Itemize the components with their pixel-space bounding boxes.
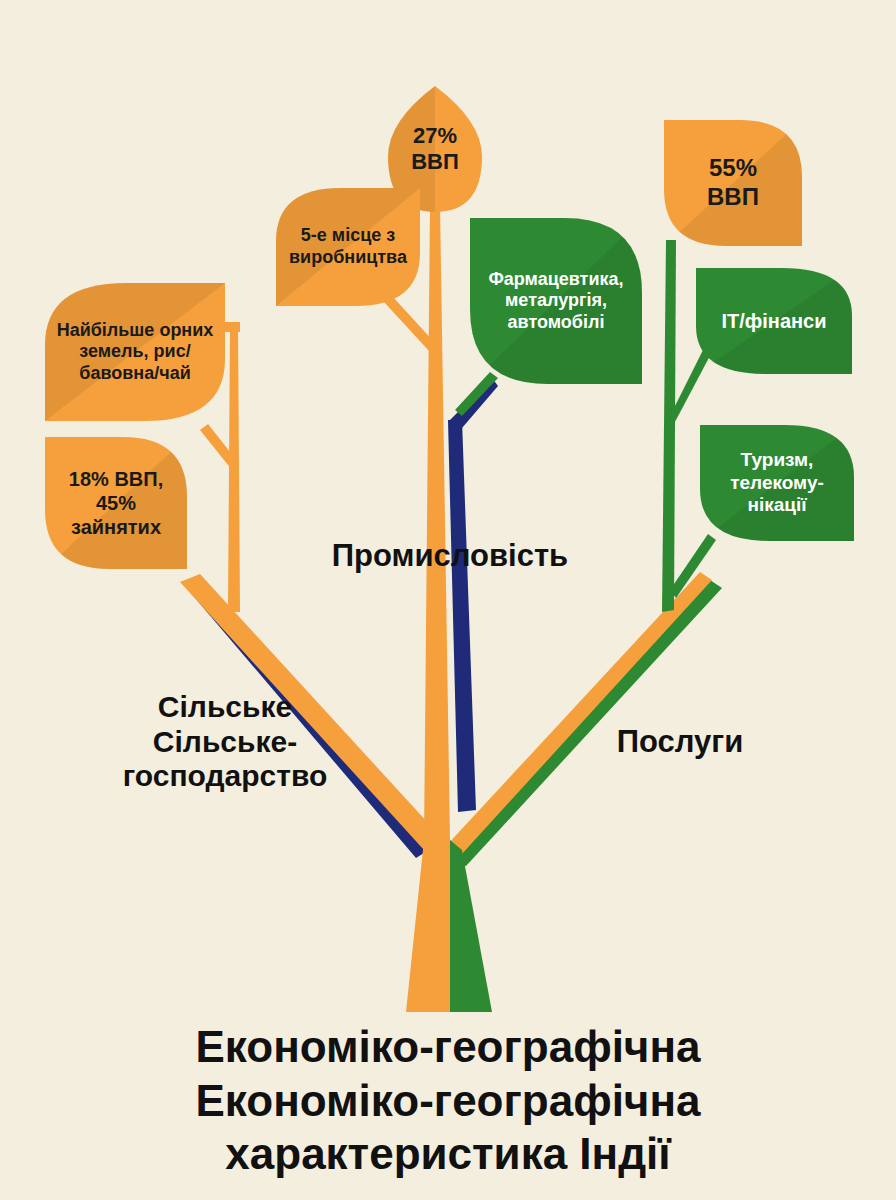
leaf-text: 27% ВВП — [395, 123, 475, 176]
leaf-fill — [45, 437, 187, 569]
leaf-box: 55% ВВП — [664, 120, 802, 246]
branch-label: Послуги — [585, 724, 775, 760]
leaf-box: 18% ВВП, 45% зайнятих — [45, 437, 187, 569]
leaf-shade — [700, 425, 854, 541]
branch-label: Промисловість — [300, 538, 600, 574]
leaf-box: 5-е місце з виробництва — [276, 188, 420, 306]
leaf-shade — [45, 283, 225, 421]
leaf-box: Фармацевтика, металургія, автомобілі — [470, 218, 642, 384]
leaf-box: IT/фінанси — [696, 268, 852, 374]
leaf-fill — [700, 425, 854, 541]
leaf-fill — [696, 268, 852, 374]
leaf-text: Фармацевтика, металургія, автомобілі — [480, 269, 632, 334]
leaf-shade — [696, 268, 852, 374]
leaf-box: Найбільше орних земель, рис/бавовна/чай — [45, 283, 225, 421]
leaf-text: 55% ВВП — [683, 154, 783, 212]
leaf-fill — [470, 218, 642, 384]
leaf-text: 18% ВВП, 45% зайнятих — [61, 467, 171, 539]
diagram-title: Економіко-географічна Економіко-географі… — [98, 1020, 798, 1181]
leaf-text: 5-е місце з виробництва — [286, 225, 410, 268]
leaf-fill — [45, 283, 225, 421]
leaf-text: Найбільше орних земель, рис/бавовна/чай — [55, 320, 215, 385]
leaf-shade — [664, 120, 802, 246]
leaf-shade — [45, 437, 187, 569]
leaf-box: Туризм, телекому- нікації — [700, 425, 854, 541]
leaf-text: IT/фінанси — [706, 309, 842, 333]
leaf-fill — [276, 188, 420, 306]
leaf-fill — [664, 120, 802, 246]
leaf-text: Туризм, телекому- нікації — [717, 449, 837, 517]
branch-label: Сільське Сільське- господарство — [110, 690, 340, 794]
leaf-shade — [276, 188, 420, 306]
leaf-shade — [470, 218, 642, 384]
tree-trunk — [180, 205, 722, 1012]
